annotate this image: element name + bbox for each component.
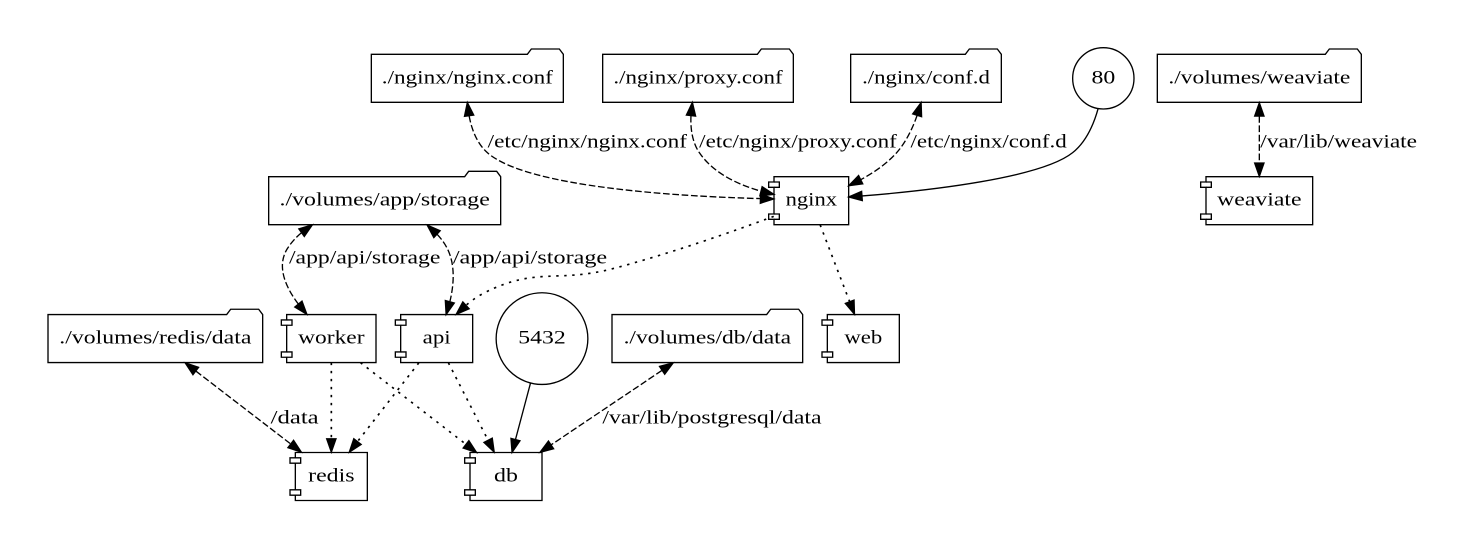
svg-text:worker: worker — [298, 328, 365, 349]
svg-text:./volumes/app/storage: ./volumes/app/storage — [280, 190, 490, 211]
svg-text:/app/api/storage: /app/api/storage — [453, 248, 607, 269]
svg-text:/var/lib/postgresql/data: /var/lib/postgresql/data — [602, 407, 822, 428]
svg-text:./nginx/conf.d: ./nginx/conf.d — [862, 67, 991, 88]
svg-text:/app/api/storage: /app/api/storage — [289, 248, 440, 269]
svg-text:web: web — [844, 328, 882, 349]
svg-text:./volumes/db/data: ./volumes/db/data — [624, 328, 792, 349]
svg-text:./nginx/proxy.conf: ./nginx/proxy.conf — [613, 67, 783, 88]
svg-text:db: db — [494, 465, 518, 486]
svg-text:nginx: nginx — [786, 190, 838, 211]
svg-text:/etc/nginx/proxy.conf: /etc/nginx/proxy.conf — [699, 132, 898, 153]
svg-text:5432: 5432 — [518, 328, 566, 349]
svg-text:./volumes/redis/data: ./volumes/redis/data — [59, 328, 252, 349]
svg-text:api: api — [423, 328, 451, 349]
svg-text:weaviate: weaviate — [1217, 190, 1301, 211]
svg-text:/var/lib/weaviate: /var/lib/weaviate — [1260, 132, 1417, 153]
svg-text:/data: /data — [271, 407, 320, 428]
svg-text:redis: redis — [308, 465, 354, 486]
svg-text:/etc/nginx/conf.d: /etc/nginx/conf.d — [911, 132, 1068, 153]
svg-text:80: 80 — [1091, 67, 1115, 88]
svg-text:/etc/nginx/nginx.conf: /etc/nginx/nginx.conf — [488, 132, 688, 153]
svg-text:./volumes/weaviate: ./volumes/weaviate — [1168, 67, 1350, 88]
svg-text:./nginx/nginx.conf: ./nginx/nginx.conf — [382, 67, 554, 88]
